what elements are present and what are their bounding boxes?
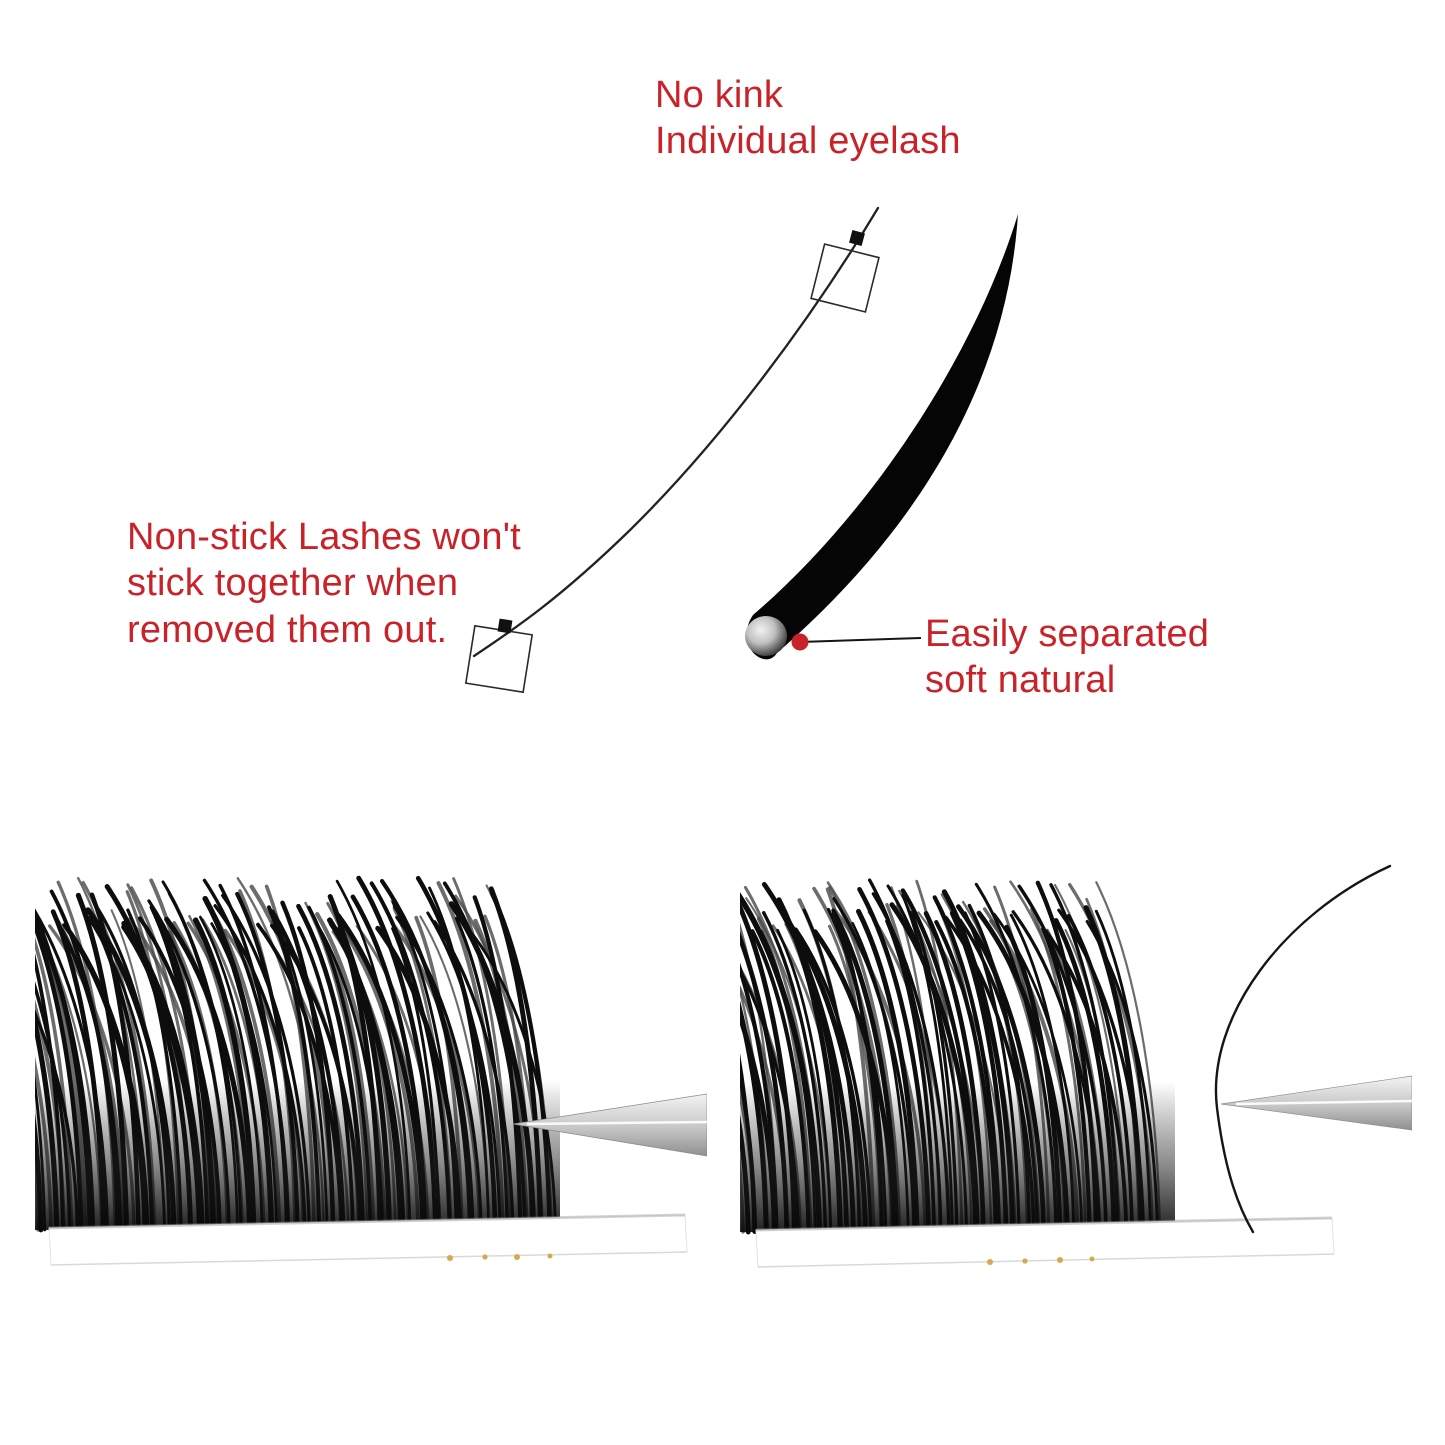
annotation-line: Non-stick Lashes won't — [127, 516, 521, 558]
tweezers-split-line — [526, 1120, 707, 1126]
lash-marker-bottom — [464, 618, 534, 694]
tweezers-blades — [512, 1093, 707, 1157]
annotation-line: stick together when — [127, 562, 459, 605]
strip-adhesive-dots — [987, 1256, 1095, 1265]
strip-top-shadow — [755, 1216, 1333, 1232]
annotation-no-kink: No kink Individual eyelash — [655, 72, 961, 165]
overlay-group — [740, 864, 1412, 1268]
marker-outline-square — [464, 624, 534, 694]
overlay-group — [35, 1080, 707, 1266]
gold-dot — [1057, 1257, 1063, 1263]
annotation-line: Easily separated — [925, 613, 1210, 655]
gold-dot — [447, 1255, 453, 1261]
strip-adhesive-dots — [447, 1253, 553, 1261]
gold-dot — [482, 1254, 488, 1260]
marker-filled-square — [849, 230, 865, 246]
tweezers — [512, 1093, 707, 1157]
gold-dot — [987, 1259, 993, 1265]
annotation-non-stick: Non-stick Lashes won't stick together wh… — [127, 514, 521, 653]
lash-tray-photo-left — [35, 875, 707, 1266]
thin-lash — [472, 206, 880, 658]
annotation-easily-separated: Easily separated soft natural — [925, 611, 1209, 704]
tweezers-split-line — [1235, 1099, 1412, 1106]
strip-bottom-edge — [757, 1253, 1335, 1268]
callout-connector-line — [799, 637, 922, 643]
strip-bottom-edge — [50, 1251, 688, 1266]
lash-marker-top — [810, 230, 880, 313]
gold-dot — [1022, 1258, 1028, 1264]
callout-red-dot — [791, 633, 809, 651]
lash-density-shade — [740, 1082, 1175, 1232]
thick-lash-end-cap — [745, 616, 787, 656]
tweezers — [1220, 1075, 1412, 1131]
gold-dot — [547, 1253, 553, 1259]
lash-illustration — [464, 206, 1018, 694]
marker-filled-square — [497, 618, 513, 634]
lash-density-shade — [35, 1080, 560, 1230]
gold-dot — [1089, 1256, 1095, 1262]
separated-single-lash — [1214, 864, 1392, 1234]
annotation-line: No kink — [655, 74, 784, 116]
lash-tray-photo-right — [740, 864, 1412, 1268]
annotation-line: removed them out. — [127, 608, 448, 651]
annotation-line: Individual eyelash — [655, 120, 961, 163]
gold-dot — [514, 1254, 520, 1260]
marker-outline-square — [810, 243, 880, 313]
annotation-line: soft natural — [925, 659, 1116, 702]
strip-top-shadow — [48, 1213, 686, 1230]
thick-lash — [746, 214, 1018, 660]
